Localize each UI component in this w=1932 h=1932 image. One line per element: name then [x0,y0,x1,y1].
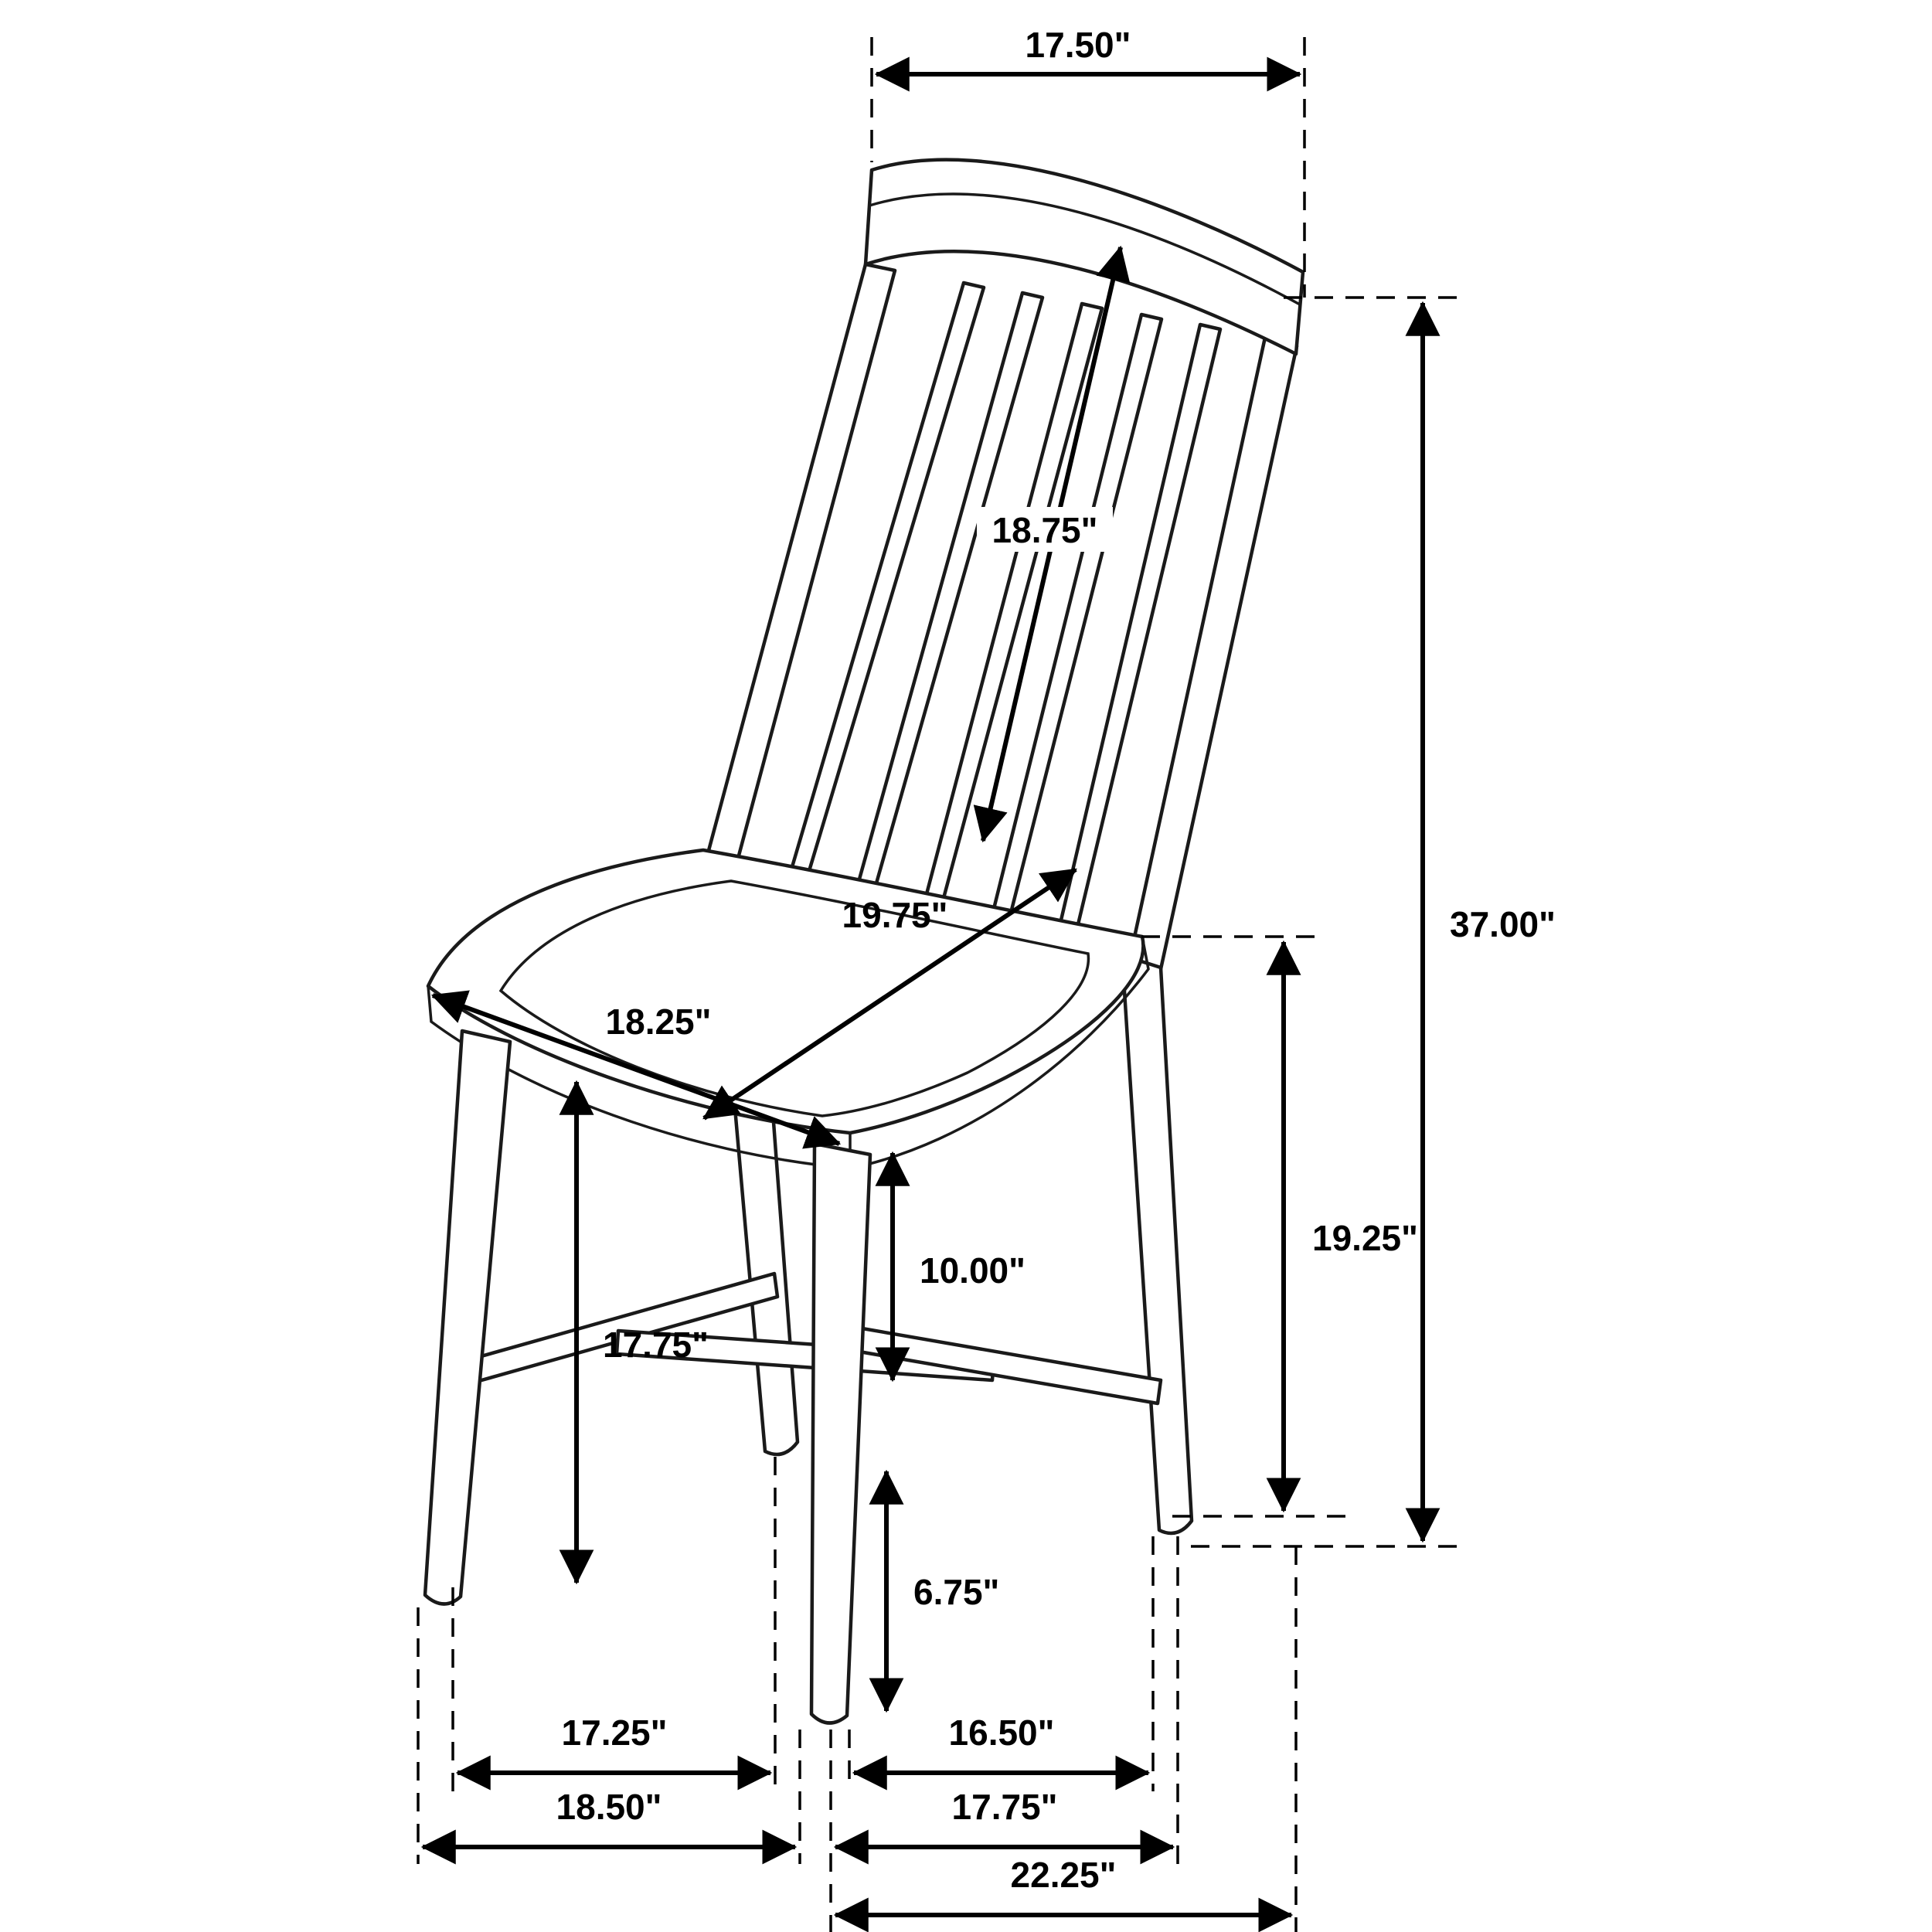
dim-label-front-leg-spacing: 17.25" [562,1713,668,1753]
back-left-stile [705,262,897,869]
dim-floor-to-seat-back: 19.25" [1141,935,1418,1518]
dim-label-floor-to-seat-front: 17.75" [603,1325,709,1365]
dim-seat-to-stretcher: 10.00" [875,1151,1026,1383]
dim-front-leg-spacing: 17.25" [451,1457,777,1791]
dimension-arrow [430,990,842,1149]
dim-backrest-length: 18.75" [973,245,1131,843]
dim-base-side-depth: 17.75" [829,1536,1179,1932]
front-left-leg [423,1029,512,1606]
dim-base-front-width: 18.50" [417,1607,801,1865]
dim-label-backrest-length: 18.75" [992,510,1098,550]
dim-floor-to-seat-front: 17.75" [559,1080,709,1585]
dim-label-floor-to-seat-back: 19.25" [1312,1218,1418,1258]
dim-back-top-width: 17.50" [870,25,1306,298]
dim-side-leg-spacing: 16.50" [848,1536,1155,1791]
dim-label-stretcher-to-floor: 6.75" [913,1572,999,1612]
dim-label-overall-height: 37.00" [1450,904,1556,944]
dim-label-overall-depth: 22.25" [1011,1855,1117,1895]
dim-seat-diagonal-width: 18.25" [430,990,842,1149]
dimensions: 17.50" 37.00" 19.25" 18.75" 19.75" [417,25,1556,1932]
crest-rail-edge [868,192,1301,306]
dim-stretcher-to-floor: 6.75" [869,1469,999,1713]
back-right-stile [1128,332,1299,971]
rear-right-leg [1120,953,1194,1536]
dim-label-seat-diagonal-width: 18.25" [606,1002,712,1042]
front-right-leg [809,1141,872,1725]
dim-overall-height: 37.00" [1191,296,1556,1548]
dim-label-base-front-width: 18.50" [556,1787,662,1827]
dim-label-side-leg-spacing: 16.50" [949,1713,1055,1753]
dim-label-back-top-width: 17.50" [1026,25,1131,65]
dim-label-seat-to-stretcher: 10.00" [920,1250,1026,1291]
label-background [977,507,1113,552]
dim-label-base-side-depth: 17.75" [952,1787,1058,1827]
dim-overall-depth: 22.25" [833,1546,1298,1932]
dim-label-seat-diagonal-depth: 19.75" [842,895,948,935]
chair-drawing [423,158,1305,1725]
